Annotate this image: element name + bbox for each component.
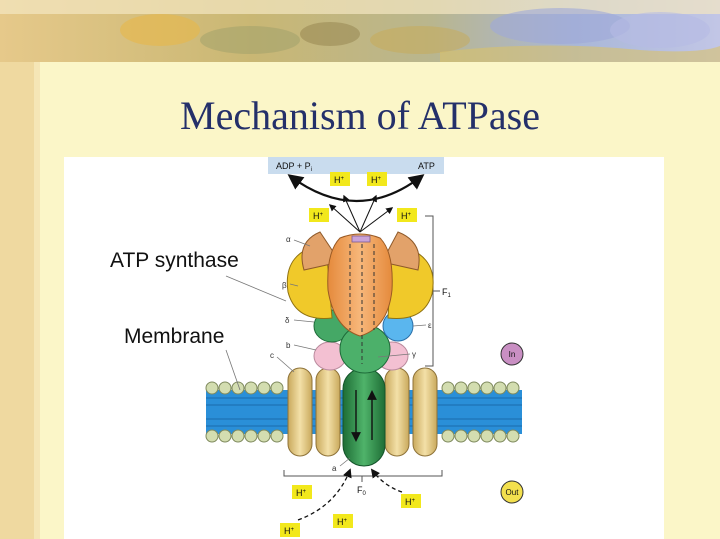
- c-subunit-ring: [287, 367, 438, 457]
- svg-text:H+: H+: [405, 497, 416, 507]
- proton-flow-arrow: [328, 204, 361, 233]
- adp-atp-bar: [268, 157, 444, 174]
- lipid-head: [480, 429, 494, 443]
- delta-label: δ: [285, 316, 290, 325]
- proton-label: H+: [309, 208, 329, 222]
- lipid-head: [454, 429, 468, 443]
- lipid-head: [467, 429, 481, 443]
- proton-label: H+: [333, 514, 353, 528]
- membrane-callout: Membrane: [124, 325, 225, 348]
- a-subunit: [342, 367, 386, 467]
- lipid-head: [441, 429, 455, 443]
- out-side-marker: Out: [500, 480, 524, 504]
- svg-text:H+: H+: [284, 526, 295, 536]
- lipid-head: [480, 381, 494, 395]
- svg-text:Out: Out: [506, 488, 520, 497]
- lipid-head: [441, 381, 455, 395]
- left-parchment-strip: [0, 0, 34, 539]
- lipid-head: [493, 429, 507, 443]
- atp-label: ATP: [418, 161, 435, 171]
- lipid-head: [231, 381, 245, 395]
- beta-label: β: [282, 281, 287, 290]
- proton-flow-arrow: [343, 194, 361, 233]
- proton-entry-arrow: [297, 468, 352, 521]
- epsilon-label: ε: [428, 321, 432, 330]
- membrane-leader: [225, 349, 241, 391]
- proton-label: H+: [330, 172, 350, 186]
- svg-text:H+: H+: [296, 488, 307, 498]
- proton-flow-arrow: [359, 194, 377, 233]
- b-label: b: [286, 341, 291, 350]
- proton-label: H+: [280, 523, 300, 537]
- alpha-label: α: [286, 235, 291, 244]
- slide-title: Mechanism of ATPase: [180, 93, 540, 138]
- lipid-head: [244, 429, 258, 443]
- proton-flow-arrow: [359, 207, 394, 233]
- proton-label: H+: [292, 485, 312, 499]
- lipid-head: [506, 381, 520, 395]
- svg-text:H+: H+: [401, 211, 412, 221]
- lipid-head: [244, 381, 258, 395]
- proton-label: H+: [367, 172, 387, 186]
- svg-text:H+: H+: [337, 517, 348, 527]
- lipid-head: [231, 429, 245, 443]
- svg-text:H+: H+: [334, 175, 345, 185]
- f1-head: [286, 231, 434, 364]
- lipid-head: [205, 429, 219, 443]
- f0-bracket: [283, 470, 443, 477]
- lipid-head: [218, 381, 232, 395]
- lipid-head: [454, 381, 468, 395]
- lipid-head: [218, 429, 232, 443]
- c-label: c: [270, 351, 274, 360]
- f1-label: F1: [442, 287, 452, 299]
- lipid-head: [270, 381, 284, 395]
- in-side-marker: In: [500, 342, 524, 366]
- atp-synthase-leader: [225, 275, 287, 302]
- lipid-head: [467, 381, 481, 395]
- lipid-head: [257, 429, 271, 443]
- reaction-arrow: [287, 174, 425, 202]
- proton-label: H+: [401, 494, 421, 508]
- f0-label: F0: [357, 485, 367, 497]
- lipid-head: [205, 381, 219, 395]
- proton-entry-arrow: [370, 468, 403, 493]
- lipid-head: [493, 381, 507, 395]
- svg-text:In: In: [509, 350, 516, 359]
- a-label: a: [332, 464, 337, 473]
- svg-text:H+: H+: [371, 175, 382, 185]
- lipid-head: [270, 429, 284, 443]
- lipid-head: [257, 381, 271, 395]
- gamma-label: γ: [412, 350, 416, 359]
- adp-pi-label: ADP + Pi: [276, 161, 312, 173]
- atp-synthase-callout: ATP synthase: [110, 249, 239, 272]
- lipid-head: [506, 429, 520, 443]
- proton-label: H+: [397, 208, 417, 222]
- svg-text:H+: H+: [313, 211, 324, 221]
